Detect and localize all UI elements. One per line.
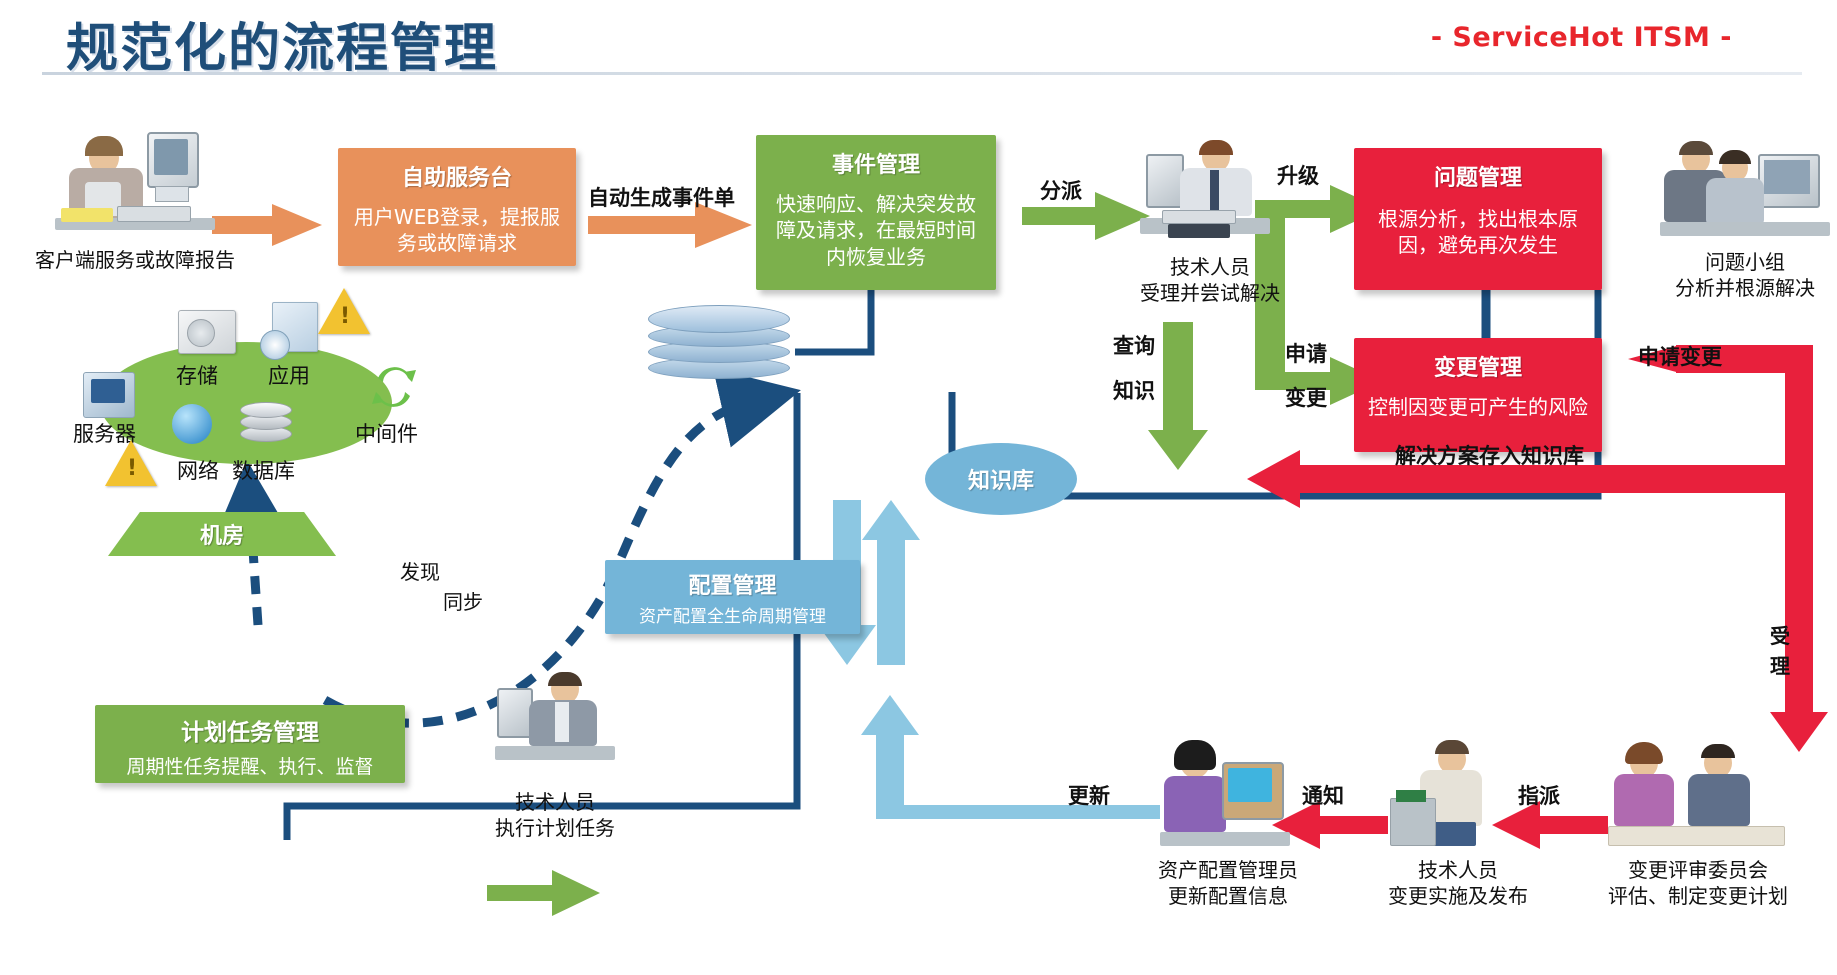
- knowledge-base-label: 知识库: [967, 469, 1034, 494]
- box-task-title: 计划任务管理: [181, 720, 319, 746]
- box-problem[interactable]: 问题管理 根源分析，找出根本原因，避免再次发生: [1354, 148, 1602, 290]
- label-accept-line1: 受: [1770, 624, 1790, 648]
- datacenter-label-database: 数据库: [232, 459, 295, 483]
- page-title: 规范化的流程管理: [66, 19, 499, 79]
- label-notify: 通知: [1302, 784, 1344, 808]
- impl-engineer-figure: [1390, 740, 1510, 850]
- server-icon: [83, 372, 135, 418]
- label-apply-line2: 变更: [1285, 386, 1327, 410]
- box-self-service[interactable]: 自助服务台 用户WEB登录，提报服务或故障请求: [338, 148, 576, 266]
- middleware-icon: [368, 362, 420, 412]
- label-query-kb-line2: 知识: [1113, 379, 1155, 403]
- box-self-service-title: 自助服务台: [401, 166, 512, 191]
- box-incident-desc: 快速响应、解决突发故障及请求，在最短时间内恢复业务: [776, 192, 976, 269]
- label-sync: 同步: [443, 590, 483, 614]
- knowledge-base-node[interactable]: 知识库: [925, 443, 1077, 515]
- box-change-title: 变更管理: [1433, 356, 1522, 381]
- machine-room-node[interactable]: 机房: [108, 512, 336, 556]
- label-discover: 发现: [400, 560, 440, 584]
- label-apply-line1: 申请: [1285, 342, 1327, 366]
- label-request-change: 申请变更: [1638, 345, 1722, 369]
- header-divider: [42, 72, 1802, 75]
- engineer-caption-line1: 技术人员: [1170, 255, 1250, 279]
- datacenter-label-storage: 存储: [176, 364, 218, 388]
- impl-engineer-caption-line2: 变更实施及发布: [1388, 884, 1528, 908]
- box-config[interactable]: 配置管理 资产配置全生命周期管理: [605, 560, 860, 634]
- problem-team-caption-line1: 问题小组: [1705, 250, 1785, 274]
- label-solution-to-kb: 解决方案存入知识库: [1395, 444, 1584, 468]
- label-update: 更新: [1068, 784, 1110, 808]
- box-incident[interactable]: 事件管理 快速响应、解决突发故障及请求，在最短时间内恢复业务: [756, 135, 996, 290]
- label-query-kb-line1: 查询: [1113, 334, 1155, 358]
- impl-engineer-caption-line1: 技术人员: [1418, 858, 1498, 882]
- storage-icon: [178, 310, 236, 354]
- cmdb-cylinder: [648, 305, 790, 387]
- cab-caption-line2: 评估、制定变更计划: [1608, 884, 1788, 908]
- brand-label: - ServiceHot ITSM -: [1430, 22, 1732, 53]
- datacenter-label-middleware: 中间件: [355, 422, 418, 446]
- cab-caption-line1: 变更评审委员会: [1628, 858, 1768, 882]
- label-assign: 分派: [1040, 179, 1082, 203]
- problem-team-figure: [1660, 140, 1830, 250]
- client-caption: 客户端服务或故障报告: [35, 248, 235, 272]
- datacenter-label-network: 网络: [177, 459, 219, 483]
- plan-engineer-figure: [495, 672, 615, 772]
- label-escalate: 升级: [1277, 164, 1319, 188]
- box-change-desc: 控制因变更可产生的风险: [1368, 395, 1588, 419]
- datacenter-label-application: 应用: [268, 364, 310, 388]
- cmdb-admin-caption-line2: 更新配置信息: [1168, 884, 1288, 908]
- engineer-figure: [1140, 140, 1270, 250]
- plan-engineer-caption-line2: 执行计划任务: [495, 816, 615, 840]
- problem-team-caption-line2: 分析并根源解决: [1675, 276, 1815, 300]
- engineer-caption-line2: 受理并尝试解决: [1140, 281, 1280, 305]
- box-self-service-desc: 用户WEB登录，提报服务或故障请求: [353, 205, 561, 256]
- label-auto-ticket: 自动生成事件单: [588, 186, 735, 210]
- machine-room-label: 机房: [199, 524, 244, 549]
- warning-icon-bottom: [105, 440, 157, 486]
- client-figure: [55, 130, 215, 240]
- plan-engineer-caption-line1: 技术人员: [515, 790, 595, 814]
- box-task-desc: 周期性任务提醒、执行、监督: [126, 756, 374, 778]
- box-incident-title: 事件管理: [831, 153, 920, 178]
- cmdb-admin-caption-line1: 资产配置管理员: [1158, 858, 1298, 882]
- box-problem-desc: 根源分析，找出根本原因，避免再次发生: [1378, 207, 1578, 258]
- box-config-title: 配置管理: [688, 574, 777, 599]
- label-accept-line2: 理: [1770, 654, 1790, 678]
- box-config-desc: 资产配置全生命周期管理: [639, 607, 826, 627]
- label-dispatch: 指派: [1518, 784, 1560, 808]
- database-icon: [240, 400, 292, 444]
- cab-figure: [1608, 742, 1785, 850]
- box-change[interactable]: 变更管理 控制因变更可产生的风险: [1354, 338, 1602, 452]
- network-icon: [172, 404, 212, 444]
- warning-icon-top: [318, 288, 370, 334]
- application-disc-icon: [260, 330, 290, 360]
- cmdb-admin-figure: [1160, 740, 1290, 850]
- box-task[interactable]: 计划任务管理 周期性任务提醒、执行、监督: [95, 705, 405, 783]
- box-problem-title: 问题管理: [1433, 166, 1522, 191]
